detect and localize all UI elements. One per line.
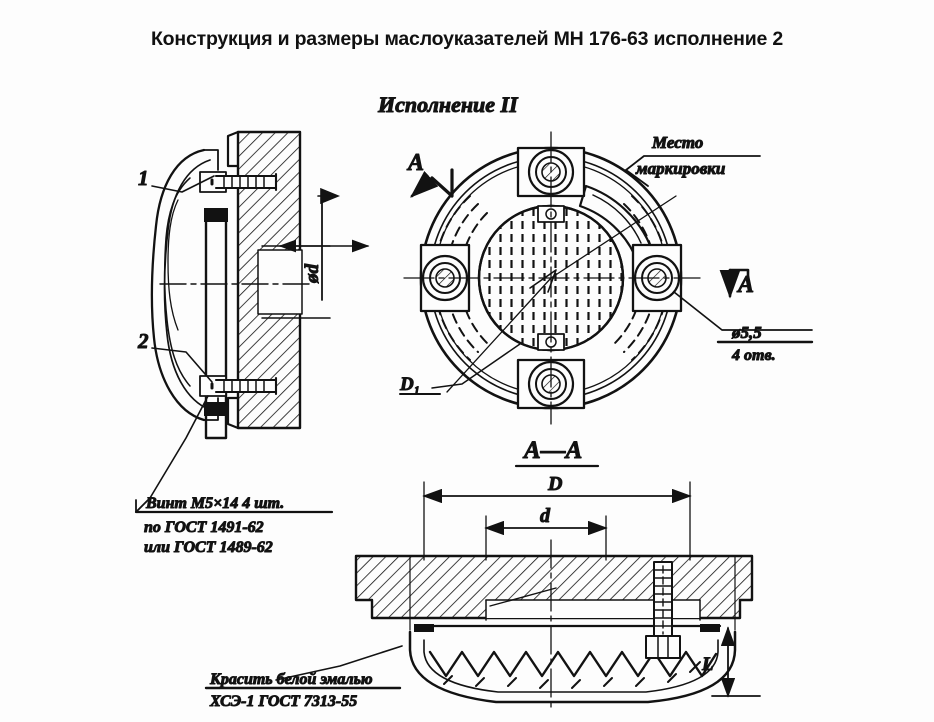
- hole-note-line1: ø5,5: [731, 323, 762, 342]
- inner-diameter-label: d: [540, 505, 551, 527]
- screw-upper: [199, 171, 278, 193]
- screw-note-line3: или ГОСТ 1489-62: [144, 539, 273, 556]
- variant-heading: Исполнение II: [377, 92, 519, 117]
- dimension-phi-d-left-view: [278, 187, 370, 301]
- section-arrow-left: [410, 168, 454, 198]
- outer-diameter-label: D: [547, 473, 562, 495]
- section-arrow-right: [719, 268, 750, 299]
- screw-note-line1: Винт М5×14 4 шт.: [145, 495, 284, 512]
- callout-leader-1: [151, 175, 215, 193]
- item-callout-1: 1: [138, 166, 149, 190]
- pitch-circle-label: D₁: [399, 374, 420, 395]
- item-callout-2: 2: [137, 329, 149, 353]
- marking-note-line2: маркировки: [635, 159, 725, 178]
- page-title: Конструкция и размеры маслоуказателей МН…: [150, 28, 784, 50]
- paint-note-line1: Красить белой эмалью: [209, 671, 373, 688]
- front-view: A A D₁: [399, 131, 814, 425]
- section-arrow-right-label: A: [736, 272, 754, 298]
- dimension-D: [422, 481, 692, 561]
- height-label: L: [701, 654, 714, 675]
- callout-leader-2: [151, 347, 213, 383]
- left-section-view: ød 1 2: [137, 130, 370, 499]
- pitch-circle-leader: [431, 343, 521, 389]
- screw-section: [645, 561, 681, 659]
- screw-note-block: [134, 497, 334, 514]
- dimension-L: [711, 626, 761, 698]
- dimension-d: [484, 515, 608, 561]
- marking-note-line1: Место: [651, 133, 703, 152]
- section-aa-label: A—A: [522, 437, 582, 464]
- marking-note-leader: [625, 155, 761, 187]
- screw-note-leader: [149, 395, 209, 499]
- screw-note-line2: по ГОСТ 1491-62: [144, 519, 264, 536]
- paint-note-line2: ХСЭ-1 ГОСТ 7313-55: [209, 693, 357, 710]
- section-aa-view: A—A D d: [275, 437, 761, 713]
- hole-note-leader: [673, 291, 814, 344]
- left-view-diameter-label: ød: [302, 264, 323, 285]
- paint-note-leader: [275, 645, 403, 681]
- section-arrow-left-label: A: [406, 150, 424, 176]
- screw-lower: [199, 375, 278, 397]
- hole-note-line2: 4 отв.: [731, 347, 776, 364]
